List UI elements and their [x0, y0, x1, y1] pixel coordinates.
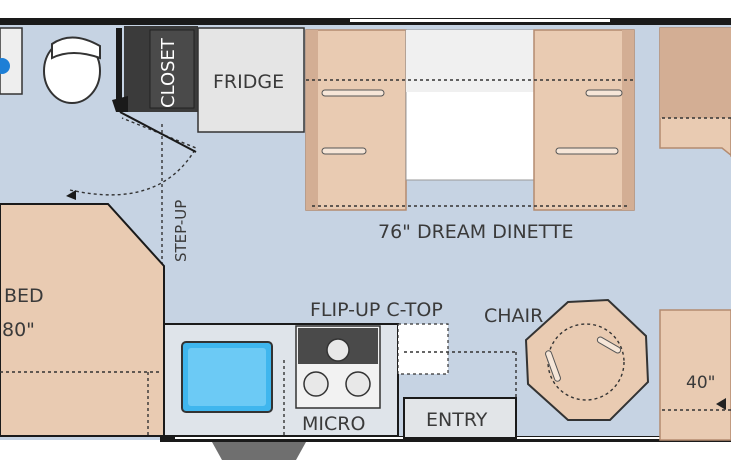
chair-base: [547, 323, 625, 401]
chair-seat: [524, 298, 650, 421]
flip-up-label: FLIP-UP C-TOP: [310, 299, 443, 321]
bottom-tab: [212, 442, 306, 460]
tv-mount-arrow: [716, 398, 726, 410]
burner-2: [303, 371, 329, 397]
chair-belt-2: [596, 336, 622, 354]
toilet-tank: [51, 36, 101, 60]
entry-label: ENTRY: [426, 409, 488, 431]
dinette-belt-right-1: [585, 89, 623, 97]
closet-door-jamb: [112, 96, 128, 112]
entry-step: [403, 397, 517, 439]
micro-label: MICRO: [302, 413, 365, 435]
chair: [524, 298, 650, 421]
dinette-belt-left-2: [321, 147, 367, 155]
dinette-belt-right-2: [555, 147, 619, 155]
chair-label: CHAIR: [484, 305, 543, 327]
dinette-bench-right-back: [622, 30, 634, 210]
dinette-bench-left: [305, 29, 407, 211]
chair-belt-1: [545, 350, 561, 382]
fridge: [197, 27, 305, 133]
dinette-label: 76" DREAM DINETTE: [378, 221, 574, 243]
closet-inner: [149, 29, 195, 109]
flip-up-countertop: [397, 323, 449, 375]
bed-label: BED: [4, 285, 44, 307]
dinette-table-leaf: [406, 30, 534, 92]
dinette: [305, 29, 635, 211]
bathroom-sink-counter: [0, 27, 23, 95]
bathroom-sink-basin: [0, 58, 10, 74]
bath-wall: [116, 28, 122, 108]
dinette-belt-left-1: [321, 89, 385, 97]
tv-size-label: 40": [686, 373, 715, 393]
cab-seat-top-shade: [660, 28, 731, 118]
galley-sink-inner: [188, 348, 266, 406]
burner-1: [326, 338, 350, 362]
step-up-label: STEP-UP: [172, 200, 190, 262]
closet-label: CLOSET: [158, 37, 179, 108]
dinette-bench-left-back: [306, 30, 318, 210]
cab-seat-bottom: [659, 309, 731, 441]
dinette-bench-right: [533, 29, 635, 211]
bed-size-label: 80": [2, 319, 35, 341]
top-wall-highlight: [350, 19, 610, 22]
fridge-label: FRIDGE: [213, 71, 284, 93]
bed-corner-marker: [66, 190, 76, 200]
burner-3: [345, 371, 371, 397]
closet-door: [119, 111, 197, 153]
